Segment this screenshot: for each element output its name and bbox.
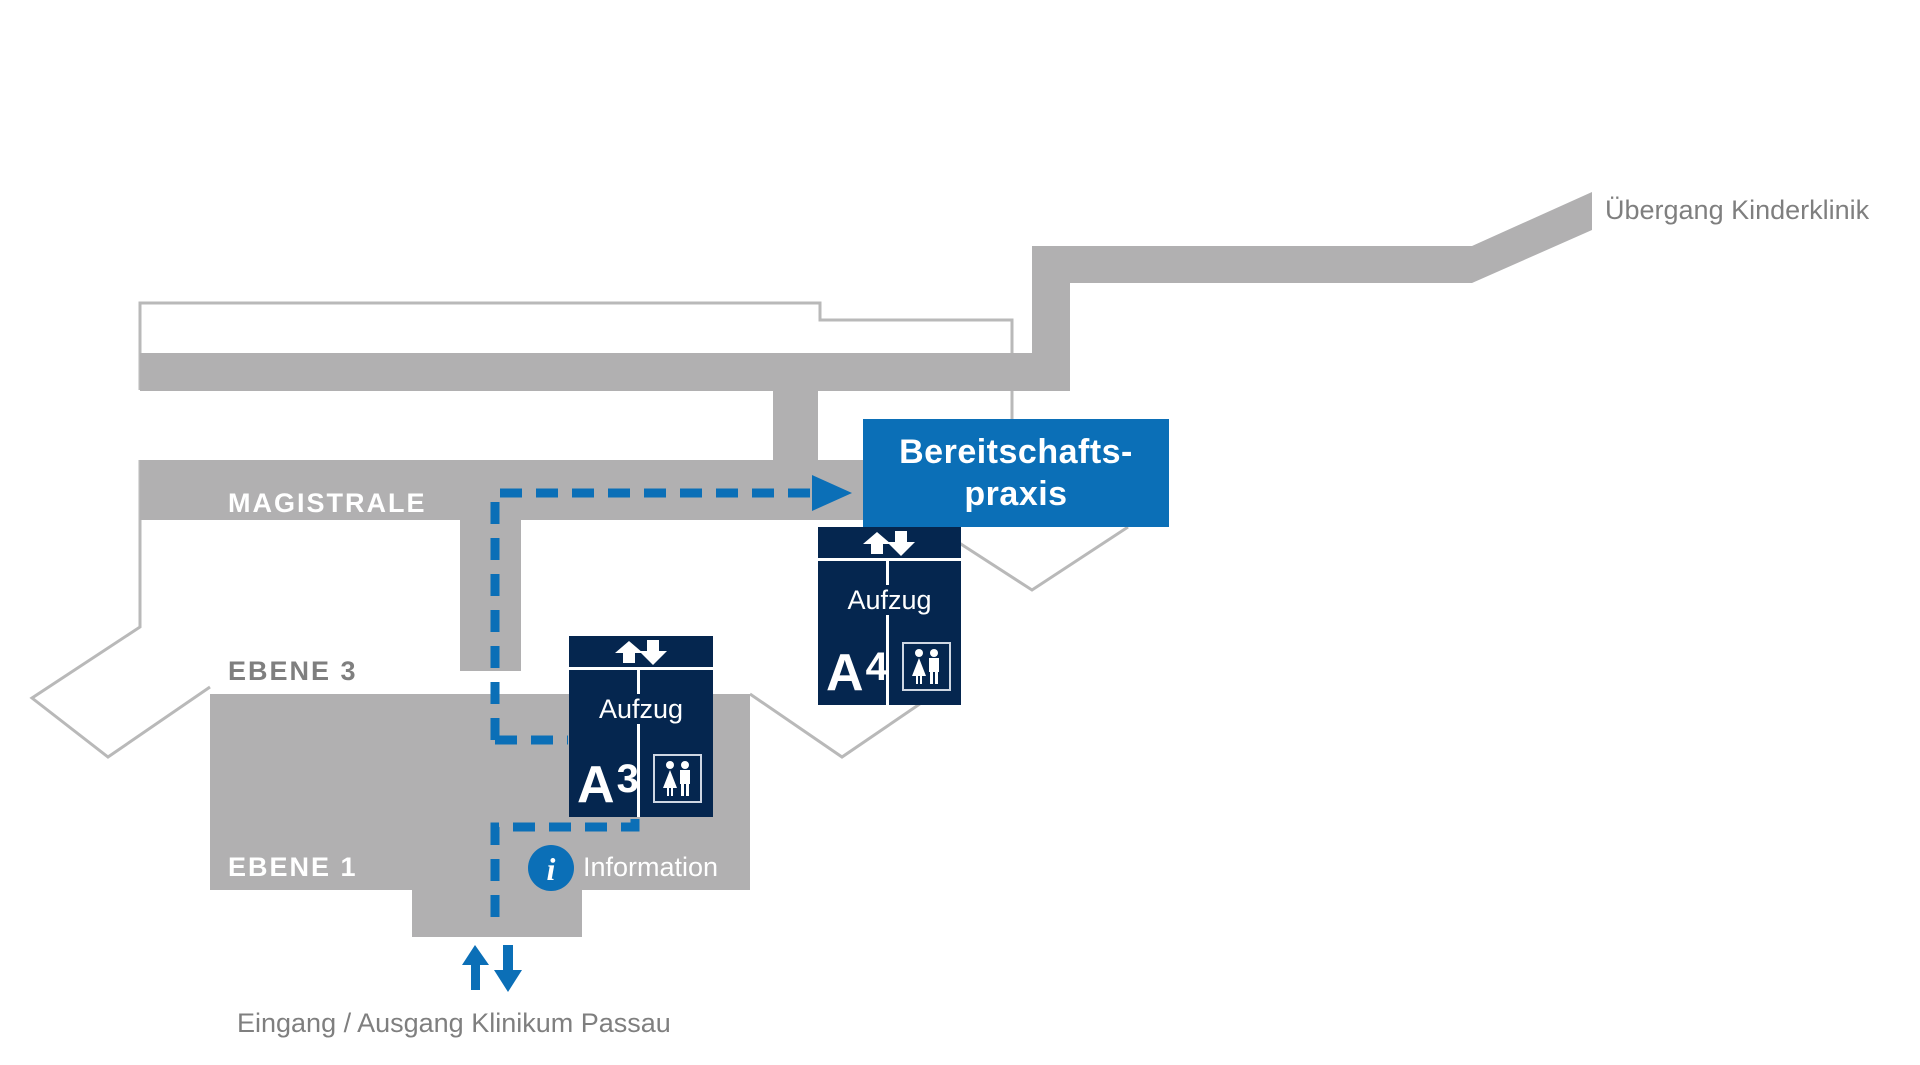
info-icon: i [528,845,574,891]
restroom-icon [902,642,951,691]
elevator-code: A4 [826,644,888,702]
elevator-code: A3 [577,756,639,814]
sign-divider [637,670,640,817]
elevator-a4-sign[interactable]: Aufzug A4 [818,527,961,705]
kinderklinik-corridor-vertical [1032,246,1070,391]
building-outline-left-wing [29,460,211,759]
elevator-a3-sign[interactable]: Aufzug A3 [569,636,713,817]
route-path-lower [490,812,640,917]
svg-text:i: i [547,851,556,887]
destination-bereitschaftspraxis[interactable]: Bereitschafts- praxis [863,419,1169,527]
kinderklinik-label: Übergang Kinderklinik [1605,195,1870,225]
kinderklinik-corridor [1032,192,1592,283]
ebene1-label: EBENE 1 [228,852,358,882]
ebene3-label: EBENE 3 [228,656,358,686]
elevator-label: Aufzug [845,585,934,615]
sign-divider [886,561,889,705]
corridor-connector [773,391,818,461]
building-outline-top [138,301,1014,419]
restroom-icon [653,754,702,803]
route-arrowhead [812,475,852,511]
building-outline-mid-wing [749,692,931,759]
building-outline-right-wing [949,525,1129,592]
destination-line2: praxis [964,475,1068,513]
elevator-label: Aufzug [596,694,686,724]
magistrale-label: MAGISTRALE [228,488,427,518]
information-label: Information [583,852,719,882]
upper-corridor [140,353,1070,391]
destination-line1: Bereitschafts- [899,433,1133,471]
route-path-upper [490,488,815,740]
up-down-arrows-icon [818,527,961,561]
entrance-label: Eingang / Ausgang Klinikum Passau [237,1008,671,1038]
up-down-arrows-icon [569,636,713,670]
entrance-arrows-icon [462,945,522,992]
